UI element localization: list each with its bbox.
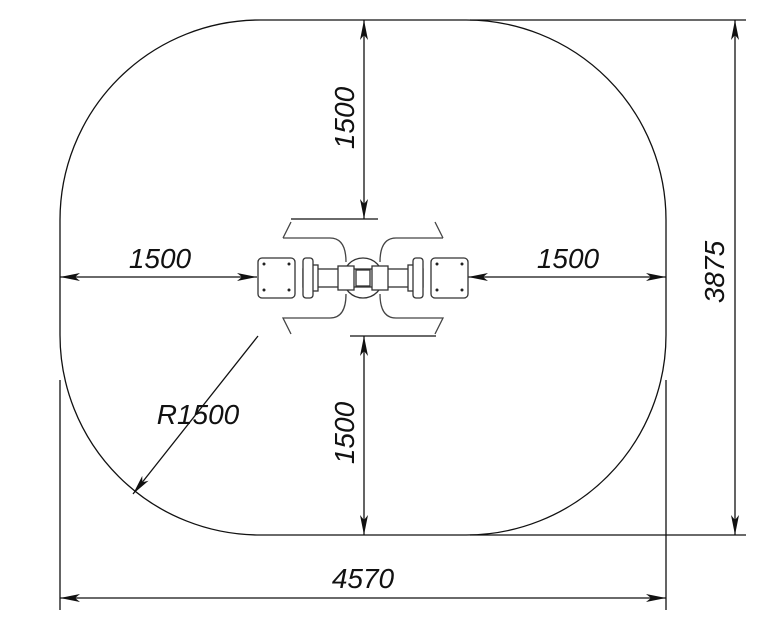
label-top-clearance: 1500 bbox=[329, 86, 360, 149]
radius-leader bbox=[132, 335, 259, 495]
label-total-height: 3875 bbox=[699, 240, 730, 303]
label-right-clearance: 1500 bbox=[537, 243, 600, 274]
right-seat bbox=[430, 257, 469, 299]
label-corner-radius: R1500 bbox=[157, 399, 240, 430]
exercise-equipment bbox=[257, 221, 469, 335]
label-total-width: 4570 bbox=[332, 563, 395, 594]
label-left-clearance: 1500 bbox=[129, 243, 192, 274]
left-seat bbox=[257, 257, 296, 299]
label-bottom-clearance: 1500 bbox=[329, 401, 360, 464]
